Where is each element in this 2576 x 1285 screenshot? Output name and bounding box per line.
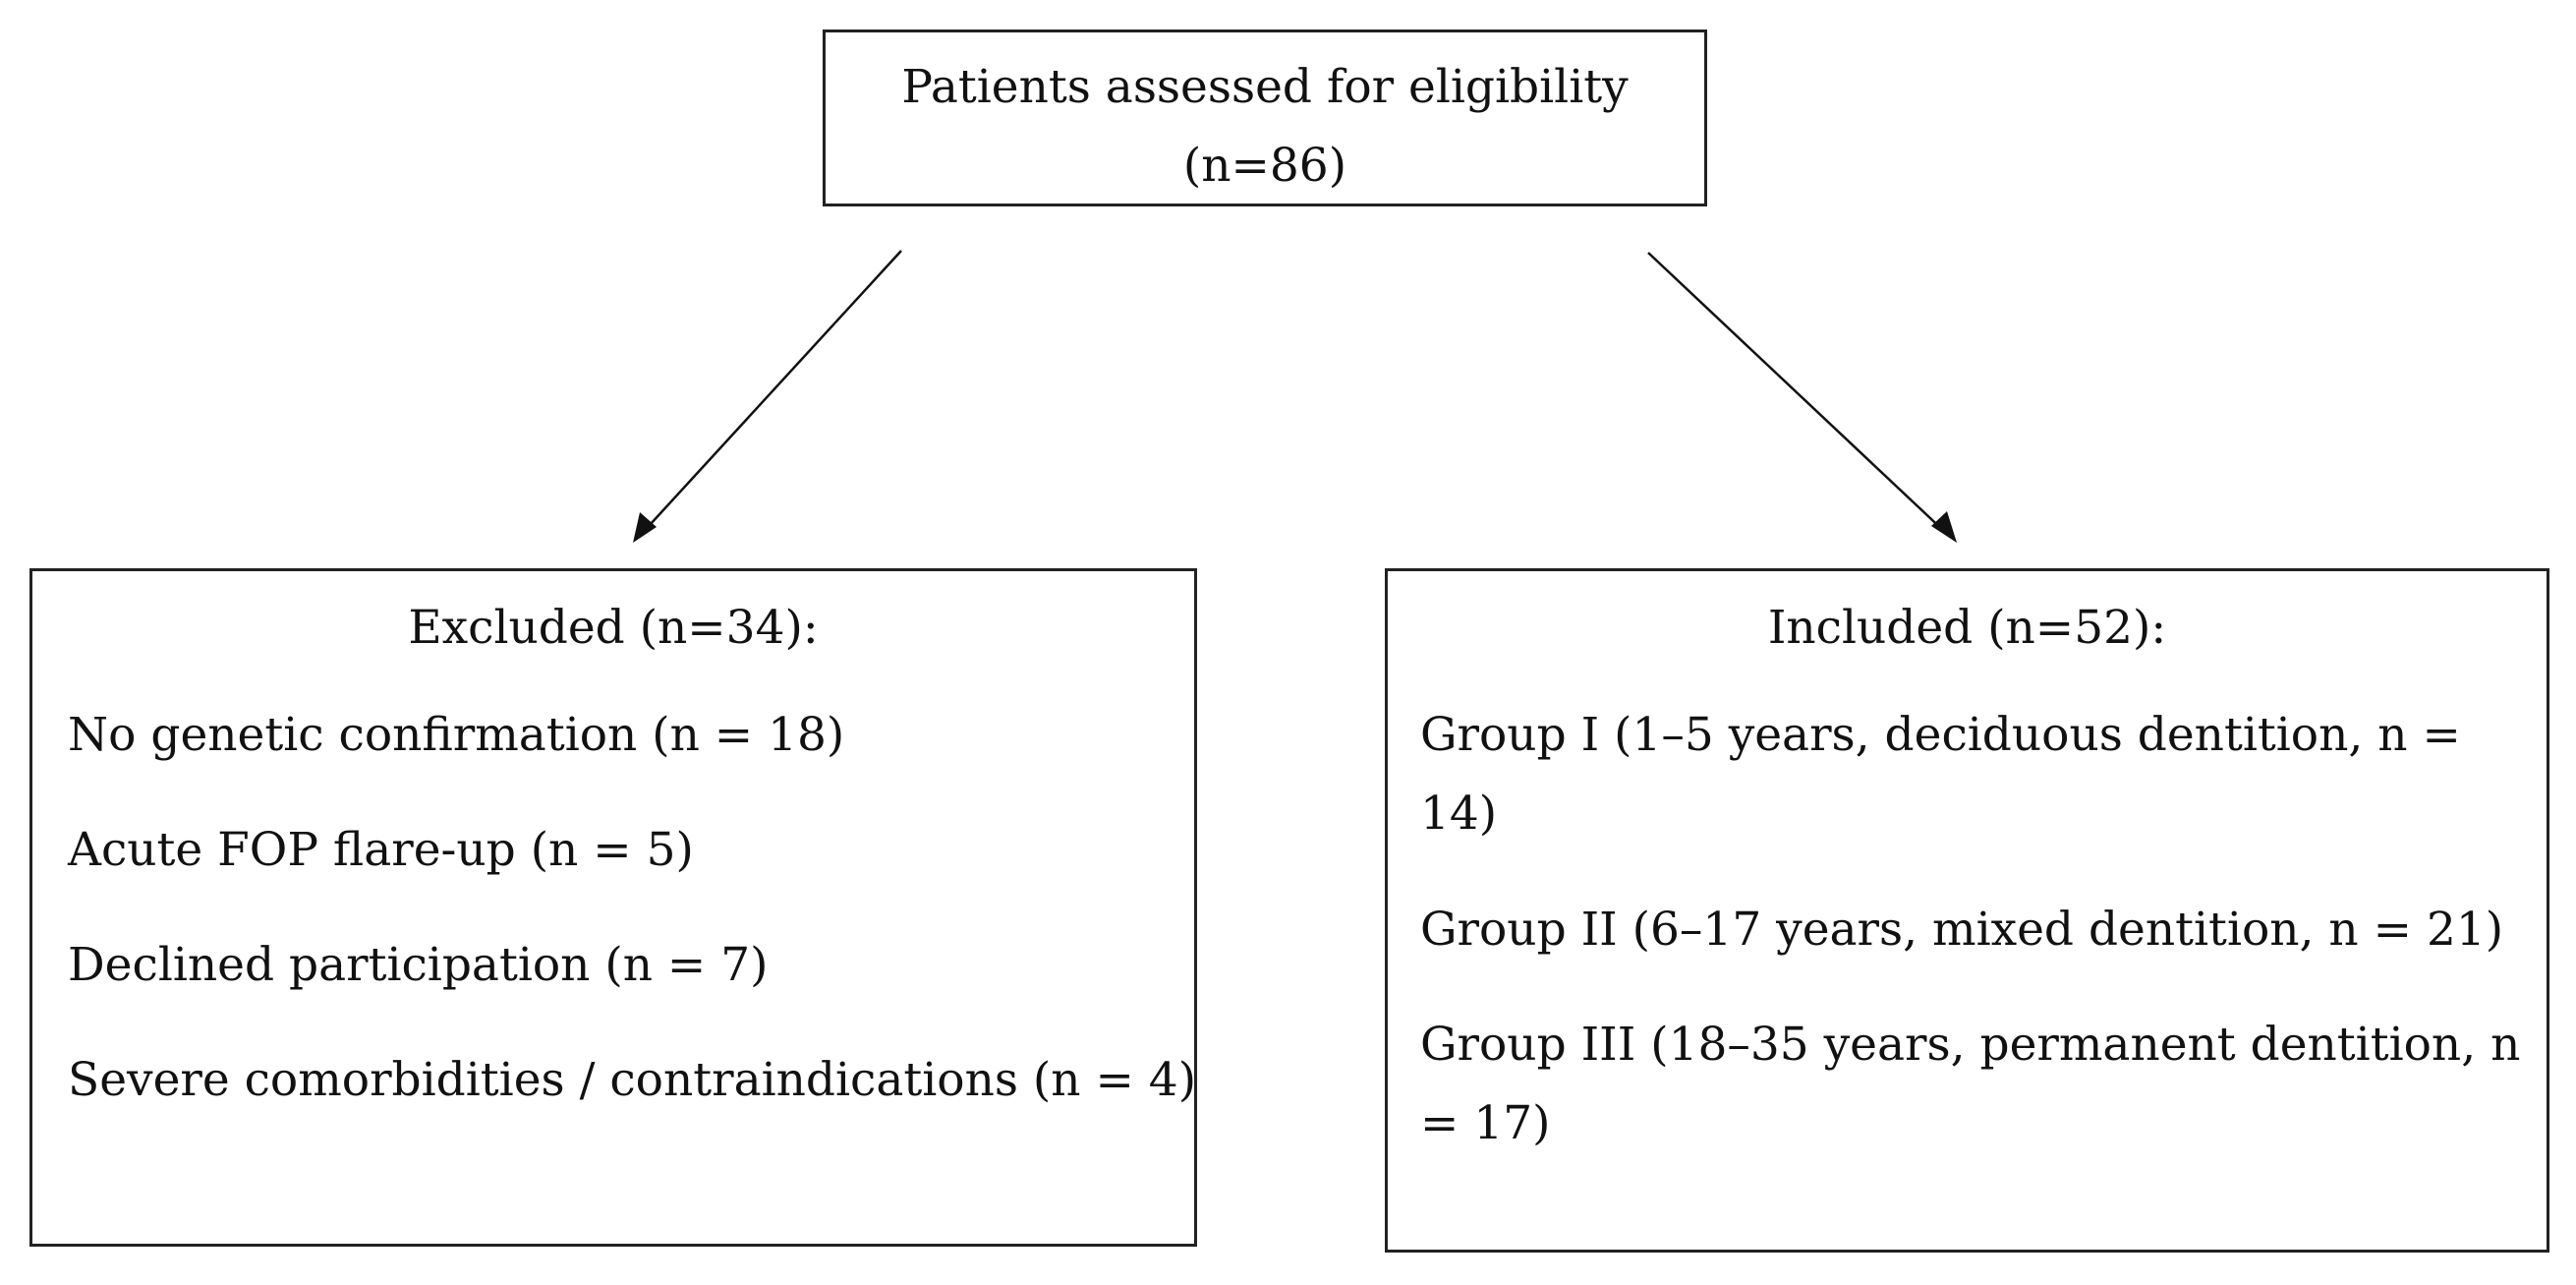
excluded-item: Severe comorbidities / contraindications… bbox=[68, 1053, 1197, 1107]
included-item: 14) bbox=[1420, 787, 1498, 841]
eligibility-box: Patients assessed for eligibility (n=86) bbox=[823, 29, 1707, 206]
included-item: Group I (1–5 years, deciduous dentition,… bbox=[1420, 708, 2461, 762]
excluded-item: No genetic confirmation (n = 18) bbox=[68, 708, 845, 762]
arrowhead-excluded bbox=[633, 512, 657, 543]
excluded-box: Excluded (n=34): No genetic confirmation… bbox=[29, 568, 1197, 1247]
eligibility-count: (n=86) bbox=[1182, 139, 1347, 193]
included-item: Group III (18–35 years, permanent dentit… bbox=[1420, 1018, 2521, 1072]
excluded-heading: Excluded (n=34): bbox=[408, 601, 819, 655]
eligibility-title: Patients assessed for eligibility bbox=[901, 60, 1629, 114]
arrowhead-included bbox=[1931, 511, 1957, 543]
arrow-to-included bbox=[1647, 252, 1949, 536]
included-item: = 17) bbox=[1420, 1096, 1551, 1150]
included-item: Group II (6–17 years, mixed dentition, n… bbox=[1420, 903, 2504, 957]
included-box: Included (n=52): Group I (1–5 years, dec… bbox=[1385, 568, 2549, 1253]
included-heading: Included (n=52): bbox=[1767, 601, 2167, 655]
excluded-item: Declined participation (n = 7) bbox=[68, 938, 769, 992]
excluded-item: Acute FOP flare-up (n = 5) bbox=[68, 823, 694, 877]
arrow-to-excluded bbox=[638, 250, 902, 538]
